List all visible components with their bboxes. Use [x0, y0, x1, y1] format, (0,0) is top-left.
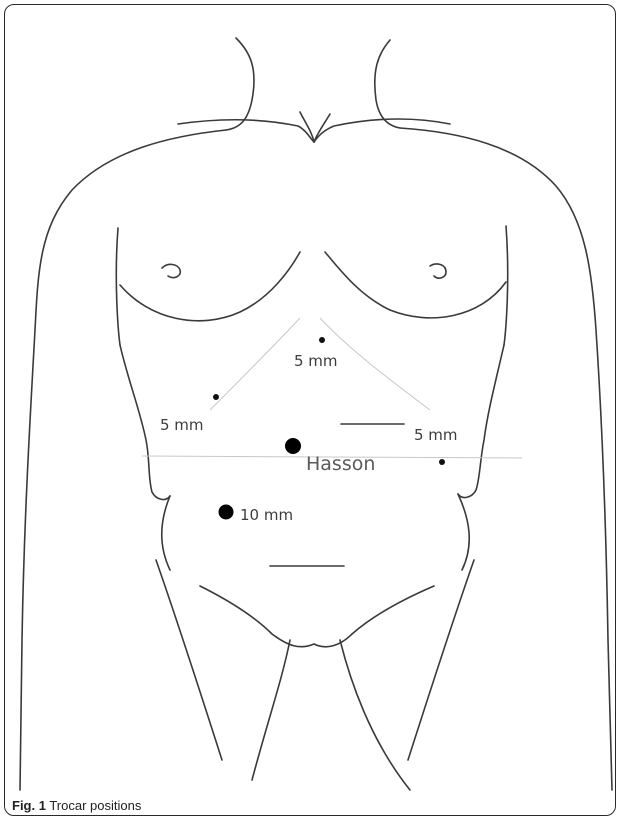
torso-outline: [20, 38, 612, 790]
trocar-label-10mm: 10 mm: [240, 506, 293, 524]
trocar-dot-hasson: [285, 438, 301, 454]
trocar-label-hasson: Hasson: [306, 453, 375, 475]
caption-label: Fig. 1: [12, 798, 46, 813]
caption-text: Trocar positions: [49, 798, 141, 813]
trocar-labels: 5 mm 5 mm 5 mm Hasson 10 mm: [160, 352, 458, 524]
trocar-label-epigastric: 5 mm: [294, 352, 338, 370]
trocar-label-right: 5 mm: [414, 426, 458, 444]
trocar-dot-epigastric: [319, 337, 325, 343]
trocar-dot-right: [439, 459, 445, 465]
trocar-dot-10mm: [219, 505, 234, 520]
trocar-label-left: 5 mm: [160, 416, 204, 434]
trocar-dot-left: [213, 394, 219, 400]
figure-caption: Fig. 1 Trocar positions: [12, 798, 141, 813]
